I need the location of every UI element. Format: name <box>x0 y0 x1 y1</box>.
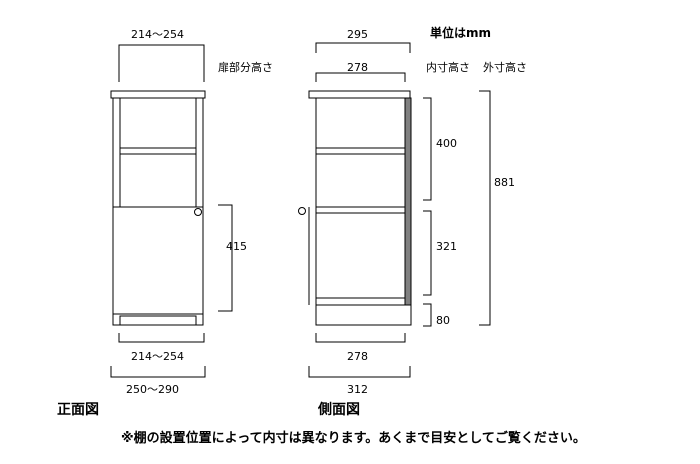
side-lower-height-bracket <box>423 210 432 296</box>
footnote: ※棚の設置位置によって内寸は異なります。あくまで目安としてご覧ください。 <box>121 430 586 446</box>
front-door <box>112 206 204 315</box>
side-top-depth-bracket <box>315 42 411 53</box>
side-outer-depth-bracket <box>308 366 411 378</box>
outer-height-label: 外寸高さ <box>483 60 527 74</box>
door-height-label: 扉部分高さ <box>218 60 273 74</box>
front-view <box>110 44 233 378</box>
inner-height-label: 内寸高さ <box>426 60 470 74</box>
front-top-board <box>110 90 206 99</box>
side-shelf-upper <box>315 147 406 155</box>
side-inner-depth-bottom-bracket <box>315 333 406 343</box>
side-outer-depth-value: 312 <box>347 383 368 396</box>
front-top-width-bracket <box>118 44 205 82</box>
door-knob <box>194 208 202 216</box>
side-top-depth-value: 295 <box>347 28 368 41</box>
front-inner-width-value: 214～254 <box>131 350 184 363</box>
front-plinth <box>119 315 197 326</box>
side-top-board <box>308 90 411 99</box>
front-door-height-value: 415 <box>226 240 247 253</box>
front-shelf <box>119 147 197 155</box>
front-outer-width-bracket <box>110 366 206 378</box>
side-back-panel <box>404 97 412 315</box>
side-shelf-lower-value: 321 <box>436 240 457 253</box>
side-body <box>315 97 406 315</box>
front-inner-width-bracket <box>118 333 205 343</box>
front-top-width-value: 214～254 <box>131 28 184 41</box>
side-shelf-upper-value: 400 <box>436 137 457 150</box>
side-inner-depth-top-value: 278 <box>347 61 368 74</box>
side-base-height-bracket <box>423 303 432 327</box>
side-base-value: 80 <box>436 314 450 327</box>
side-door-knob <box>298 207 306 215</box>
front-outer-width-value: 250～290 <box>126 383 179 396</box>
side-shelf-middle <box>315 206 406 214</box>
side-base <box>315 304 412 326</box>
front-view-title: 正面図 <box>57 402 99 418</box>
side-upper-height-bracket <box>423 97 432 201</box>
front-door-height-bracket <box>218 204 233 312</box>
side-total-height-value: 881 <box>494 176 515 189</box>
side-view-title: 側面図 <box>317 401 360 418</box>
side-inner-depth-bottom-value: 278 <box>347 350 368 363</box>
side-inner-depth-top-bracket <box>315 72 406 82</box>
side-shelf-bottom <box>315 297 406 306</box>
unit-label: 単位はmm <box>430 25 491 40</box>
side-view <box>298 42 491 378</box>
side-total-height-bracket <box>479 90 491 326</box>
